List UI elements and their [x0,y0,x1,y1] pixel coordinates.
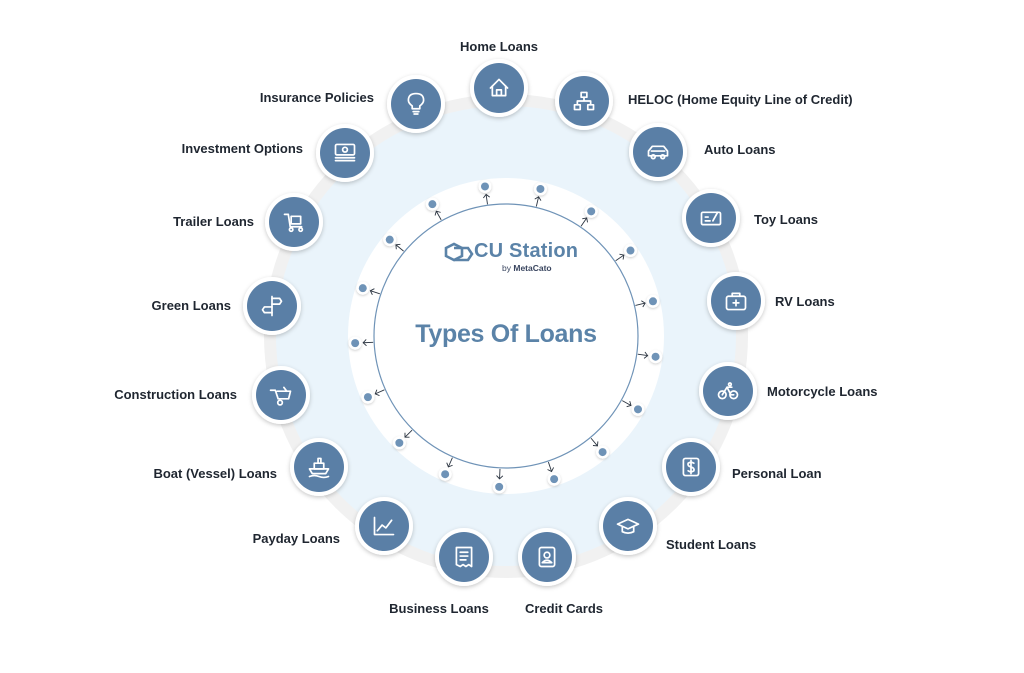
dot [587,207,595,215]
brand-company: MetaCato [513,263,551,273]
node-badge [603,501,653,551]
dot [364,393,372,401]
car-node [629,123,687,181]
dot [441,470,449,478]
node-badge [320,128,370,178]
label-credit-cards: Credit Cards [525,601,603,617]
label-heloc-home-equity-line-of-credit: HELOC (Home Equity Line of Credit) [628,92,853,108]
node-badge [294,442,344,492]
label-trailer-loans: Trailer Loans [173,214,254,230]
brand-name: CU Station [474,240,578,263]
label-home-loans: Home Loans [460,39,538,55]
bicycle-node [699,362,757,420]
dot [649,297,657,305]
dot [481,182,489,190]
dot [626,247,634,255]
node-badge [522,532,572,582]
label-business-loans: Business Loans [389,601,489,617]
label-green-loans: Green Loans [152,298,231,314]
node-badge [269,197,319,247]
label-personal-loan: Personal Loan [732,466,822,482]
label-payday-loans: Payday Loans [253,531,340,547]
graduation-cap-node [599,497,657,555]
hierarchy-node [555,72,613,130]
brand-logo: CU Station by MetaCato [440,240,580,280]
dot [359,284,367,292]
label-motorcycle-loans: Motorcycle Loans [767,384,878,400]
brand-byline: by MetaCato [502,263,552,273]
receipt-node [435,528,493,586]
trend-chart-node [355,497,413,555]
dot [395,439,403,447]
label-construction-loans: Construction Loans [114,387,237,403]
dot [386,236,394,244]
house-node [470,59,528,117]
dot [550,475,558,483]
id-card-node [518,528,576,586]
label-auto-loans: Auto Loans [704,142,776,158]
node-badge [391,79,441,129]
label-toy-loans: Toy Loans [754,212,818,228]
node-badge [474,63,524,113]
brand-by: by [502,263,511,273]
node-badge [256,370,306,420]
signpost-node [243,277,301,335]
lightbulb-node [387,75,445,133]
label-rv-loans: RV Loans [775,294,835,310]
cash-stack-node [316,124,374,182]
dot [634,405,642,413]
diagram-title: Types Of Loans [356,320,656,349]
label-insurance-policies: Insurance Policies [260,90,374,106]
dot [599,448,607,456]
wheelbarrow-node [252,366,310,424]
label-student-loans: Student Loans [666,537,756,553]
medical-kit-node [707,272,765,330]
node-badge [686,193,736,243]
node-badge [633,127,683,177]
cart-node [265,193,323,251]
dot [495,483,503,491]
check-signature-node [682,189,740,247]
dot [536,185,544,193]
label-investment-options: Investment Options [182,141,303,157]
node-badge [439,532,489,582]
ship-node [290,438,348,496]
dollar-sign-node [662,438,720,496]
label-boat-vessel-loans: Boat (Vessel) Loans [153,466,277,482]
dot [428,200,436,208]
dot [652,353,660,361]
